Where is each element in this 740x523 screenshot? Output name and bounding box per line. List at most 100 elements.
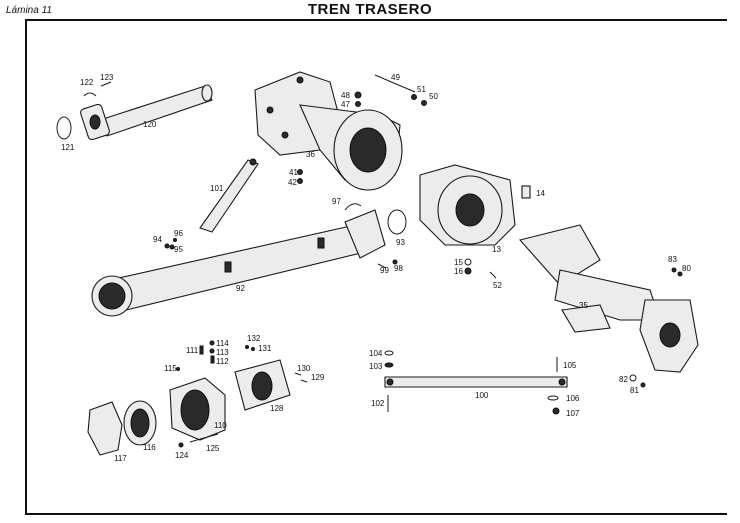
nut-82 bbox=[629, 374, 637, 382]
callout-104: 104 bbox=[369, 349, 383, 358]
callout-47: 47 bbox=[341, 100, 350, 109]
nut-107 bbox=[552, 407, 560, 415]
callout-51: 51 bbox=[417, 85, 426, 94]
callout-110: 110 bbox=[214, 421, 227, 430]
propeller-shaft bbox=[80, 84, 213, 141]
callout-14: 14 bbox=[536, 189, 545, 198]
nut-41 bbox=[297, 169, 303, 175]
callout-36: 36 bbox=[306, 150, 315, 159]
callout-95: 95 bbox=[174, 245, 183, 254]
callout-99: 99 bbox=[380, 266, 389, 275]
bolt-98 bbox=[392, 259, 398, 265]
bolt-113 bbox=[209, 348, 215, 354]
bolt-95 bbox=[169, 244, 175, 250]
axle-tube-left bbox=[91, 209, 386, 317]
callout-113: 113 bbox=[216, 348, 229, 357]
tie-rod-eye-left bbox=[386, 378, 394, 386]
callout-131: 131 bbox=[258, 344, 272, 353]
callout-83: 83 bbox=[668, 255, 677, 264]
callout-96: 96 bbox=[174, 229, 183, 238]
pin-111 bbox=[199, 345, 204, 355]
callout-112: 112 bbox=[216, 357, 229, 366]
plate-number: Lámina 11 bbox=[6, 5, 52, 16]
callout-101: 101 bbox=[210, 184, 224, 193]
nut-131 bbox=[251, 347, 255, 351]
bracket-97 bbox=[344, 203, 362, 211]
callout-48: 48 bbox=[341, 91, 350, 100]
ring-116-bore bbox=[130, 408, 150, 438]
tie-rod-eye-right bbox=[558, 378, 566, 386]
callout-123: 123 bbox=[100, 73, 114, 82]
callout-128: 128 bbox=[270, 404, 284, 413]
callout-122: 122 bbox=[80, 78, 94, 87]
callout-106: 106 bbox=[566, 394, 580, 403]
bolt-83 bbox=[671, 267, 677, 273]
callout-42: 42 bbox=[288, 178, 297, 187]
seal-93 bbox=[387, 209, 407, 235]
ring-121 bbox=[56, 116, 72, 140]
clip-129 bbox=[300, 379, 308, 383]
callout-80: 80 bbox=[682, 264, 691, 273]
callout-49: 49 bbox=[391, 73, 400, 82]
spring-128-bore bbox=[251, 371, 273, 401]
nut-16 bbox=[464, 267, 472, 275]
pin-112 bbox=[210, 355, 215, 364]
nut-51 bbox=[411, 94, 417, 100]
callout-129: 129 bbox=[311, 373, 325, 382]
callout-114: 114 bbox=[216, 339, 229, 348]
callout-117: 117 bbox=[114, 454, 127, 463]
bolt-94 bbox=[164, 243, 170, 249]
callout-120: 120 bbox=[143, 120, 157, 129]
hub-110-bore bbox=[180, 389, 210, 431]
callout-52: 52 bbox=[493, 281, 502, 290]
callout-82: 82 bbox=[619, 375, 628, 384]
bolt-123 bbox=[100, 81, 112, 87]
nut-48 bbox=[354, 91, 362, 99]
callout-81: 81 bbox=[630, 386, 639, 395]
callout-125: 125 bbox=[206, 444, 220, 453]
callout-115: 115 bbox=[164, 364, 177, 373]
center-housing bbox=[419, 164, 516, 246]
nut-50 bbox=[421, 100, 427, 106]
callout-107: 107 bbox=[566, 409, 580, 418]
tie-rod-100 bbox=[384, 376, 568, 388]
callout-124: 124 bbox=[175, 451, 189, 460]
callout-105: 105 bbox=[563, 361, 577, 370]
clip-122 bbox=[83, 92, 97, 97]
nut-132 bbox=[245, 345, 249, 349]
callout-93: 93 bbox=[396, 238, 405, 247]
differential-carrier bbox=[254, 71, 403, 191]
torque-arm-101 bbox=[199, 159, 259, 233]
washer-106 bbox=[547, 395, 559, 401]
bolt-52 bbox=[489, 271, 497, 279]
callout-16: 16 bbox=[454, 267, 463, 276]
callout-41: 41 bbox=[289, 168, 298, 177]
axle-housing-right bbox=[518, 224, 699, 373]
bolt-114 bbox=[209, 340, 215, 346]
torque-arm-eye bbox=[249, 158, 257, 166]
bolt-49 bbox=[374, 74, 416, 93]
nut-47 bbox=[355, 101, 361, 107]
washer-103 bbox=[384, 362, 394, 368]
bolt-96 bbox=[173, 238, 177, 242]
clip-130 bbox=[294, 372, 302, 376]
bolt-125 bbox=[189, 433, 219, 443]
washer-104 bbox=[384, 350, 394, 356]
callout-50: 50 bbox=[429, 92, 438, 101]
callout-92: 92 bbox=[236, 284, 245, 293]
bolt-80 bbox=[677, 271, 683, 277]
callout-97: 97 bbox=[332, 197, 341, 206]
callout-94: 94 bbox=[153, 235, 162, 244]
callout-35: 35 bbox=[579, 301, 588, 310]
nut-81 bbox=[640, 382, 646, 388]
callout-132: 132 bbox=[247, 334, 261, 343]
callout-100: 100 bbox=[475, 391, 489, 400]
page-title: TREN TRASERO bbox=[307, 1, 433, 18]
callout-13: 13 bbox=[492, 245, 501, 254]
diagram-frame bbox=[25, 19, 727, 515]
plate-117 bbox=[87, 401, 123, 456]
callout-130: 130 bbox=[297, 364, 311, 373]
nut-115 bbox=[176, 367, 180, 371]
callout-111: 111 bbox=[186, 346, 199, 355]
